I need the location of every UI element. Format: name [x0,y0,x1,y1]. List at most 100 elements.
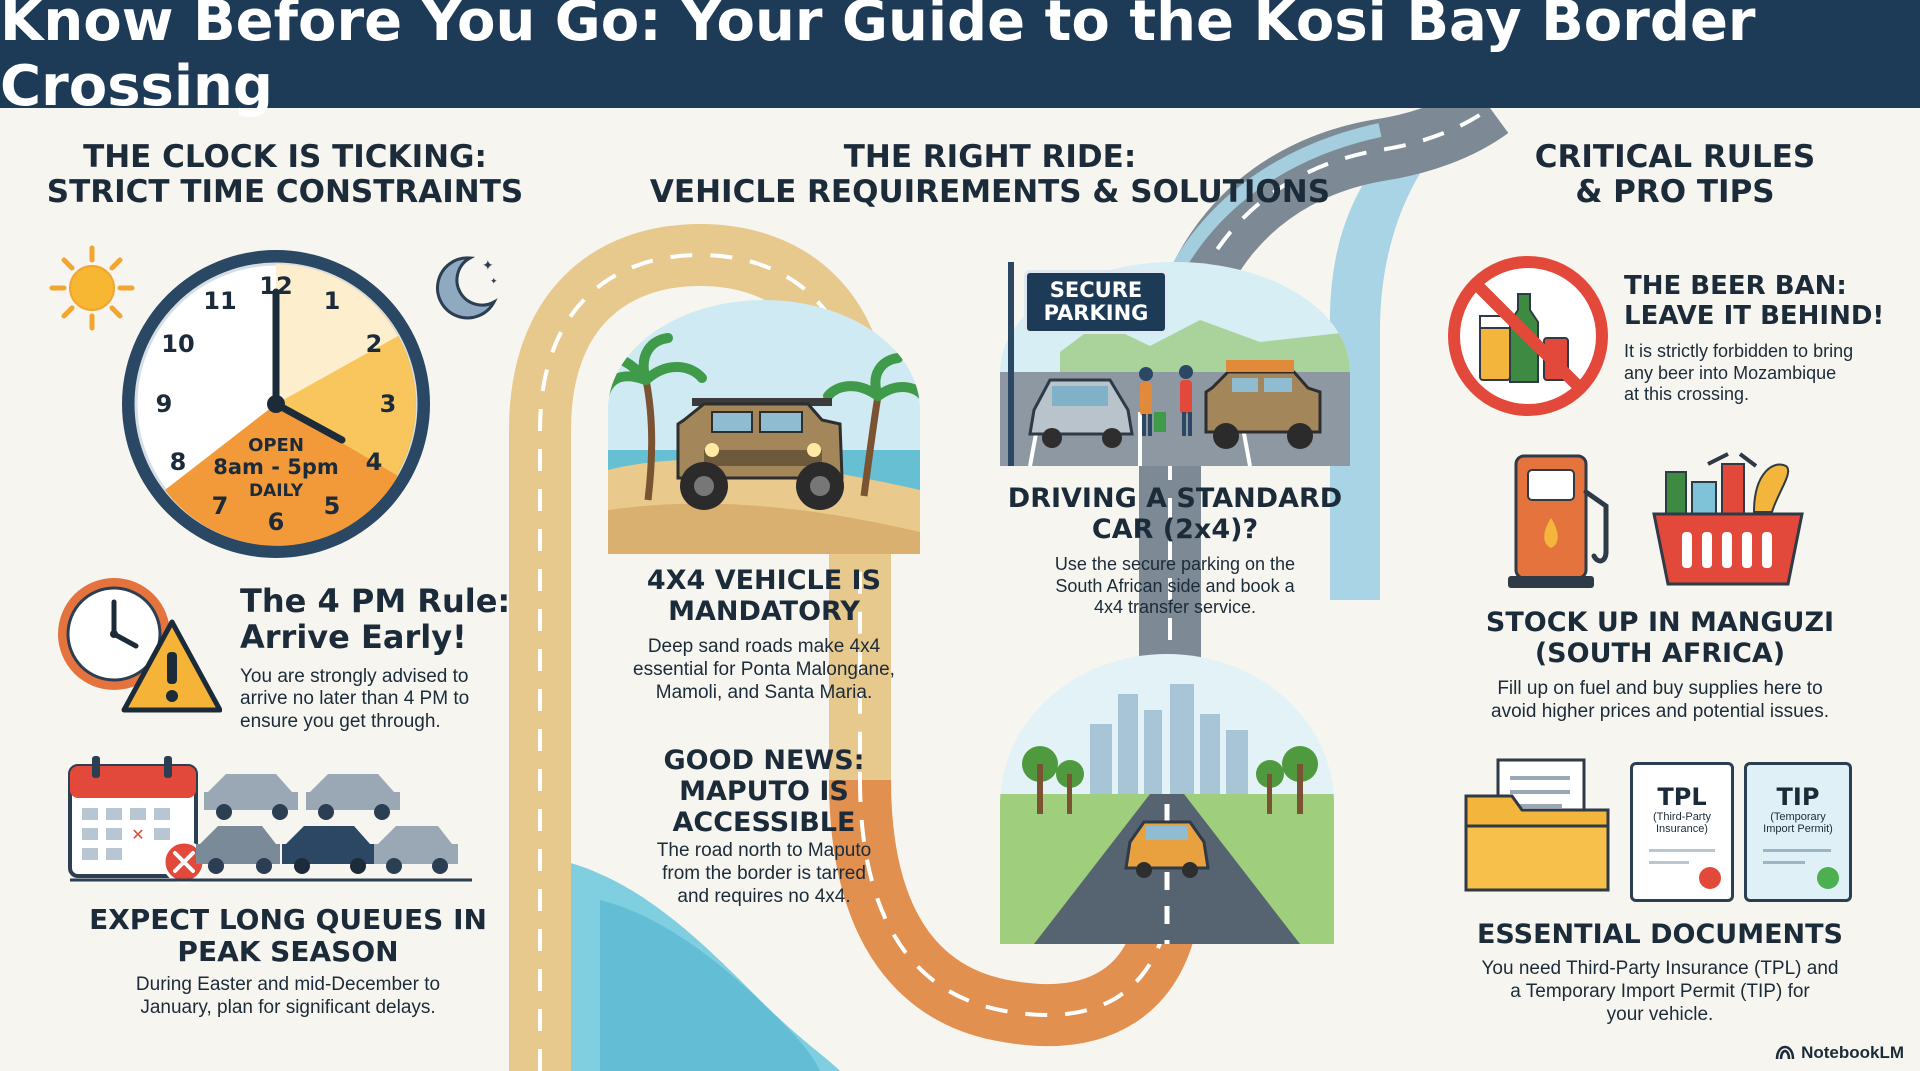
notebooklm-brand: NotebookLM [1775,1043,1904,1063]
tip-document-card: TIP (Temporary Import Permit) [1744,762,1852,902]
car-icon [1028,378,1134,448]
tpl-label: TPL [1657,783,1707,811]
maputo-heading-line3: ACCESSIBLE [672,806,856,838]
car-icon [1124,820,1210,878]
documents-heading: ESSENTIAL DOCUMENTS [1476,919,1843,950]
maputo-heading-line2: MAPUTO IS [679,775,849,807]
four-pm-rule-heading-line1: The 4 PM Rule: [240,582,511,620]
clock-numeral: 5 [324,492,341,520]
queues-body-line2: January, plan for significant delays. [140,996,436,1018]
tpl-sublabel-line1: (Third-Party [1652,811,1712,823]
secure-parking-sign: SECURE PARKING [1024,270,1168,335]
fourx4-body-line1: Deep sand roads make 4x4 [647,636,881,657]
no-beer-icon [1448,256,1608,416]
tip-sublabel: (Temporary Import Permit) [1747,811,1849,835]
four-pm-rule-body-line1: You are strongly advised to [240,665,469,687]
seal-icon [1817,867,1839,889]
standard-car-body: Use the secure parking on the South Afri… [990,554,1360,619]
jeep-icon [1204,360,1322,449]
beer-heading-line2: LEAVE IT BEHIND! [1624,300,1885,331]
maputo-heading-line1: GOOD NEWS: [663,745,865,776]
fourx4-body-line3: Mamoli, and Santa Maria. [655,681,873,703]
standard-car-body-line2: South African side and book a [1055,575,1295,596]
tip-sublabel-line1: (Temporary [1770,811,1826,823]
four-pm-rule-heading: The 4 PM Rule: Arrive Early! You are str… [240,582,530,734]
clock-numeral: 4 [366,448,383,476]
jeep-icon [676,398,844,510]
standard-car-heading-line1: DRIVING A STANDARD [1007,483,1343,514]
left-title-line2: STRICT TIME CONSTRAINTS [46,173,524,210]
tpl-sublabel-line2: Insurance) [1656,823,1708,836]
standard-car-heading-line2: CAR (2x4)? [1091,513,1259,545]
stock-up-heading: STOCK UP IN MANGUZI (SOUTH AFRICA) [1440,607,1880,670]
four-pm-rule-body-line3: ensure you get through. [240,711,441,733]
beer-body-line2: any beer into Mozambique [1624,362,1837,383]
four-pm-rule-body-line2: arrive no later than 4 PM to [240,688,470,710]
clock-numeral: 6 [268,508,285,536]
documents-body: You need Third-Party Insurance (TPL) and… [1430,958,1890,1026]
moon-icon: ✦ ✦ [436,256,498,320]
queues-heading-line2: PEAK SEASON [177,934,399,968]
page-title: Know Before You Go: Your Guide to the Ko… [0,0,1756,119]
clock-numeral: 11 [203,287,236,315]
fourx4-body: Deep sand roads make 4x4 essential for P… [596,636,932,704]
queues-body-line1: During Easter and mid-December to [135,974,441,995]
folder-icon [1464,758,1610,892]
maputo-body-line3: and requires no 4x4. [677,885,851,907]
queues-heading: EXPECT LONG QUEUES IN PEAK SEASON [48,904,528,968]
maputo-body: The road north to Maputo from the border… [596,840,932,908]
tpl-document-card: TPL (Third-Party Insurance) [1630,762,1734,902]
fourx4-heading: 4X4 VEHICLE IS MANDATORY [596,565,932,628]
left-section-title: THE CLOCK IS TICKING: STRICT TIME CONSTR… [40,140,530,209]
clock-numeral: 8 [170,448,187,476]
queue-illustration: ✕ [68,756,472,884]
tpl-sublabel: (Third-Party Insurance) [1633,811,1731,835]
right-section-title: CRITICAL RULES & PRO TIPS [1450,140,1900,209]
person-icon [1139,365,1193,436]
seal-icon [1699,867,1721,889]
queues-heading-line1: EXPECT LONG QUEUES IN [89,903,487,936]
svg-text:✦: ✦ [490,277,498,287]
fourx4-body-line2: essential for Ponta Malongane, [633,658,895,680]
stock-body-line1: Fill up on fuel and buy supplies here to [1497,678,1823,699]
standard-car-body-line3: 4x4 transfer service. [1093,597,1257,618]
left-title-line1: THE CLOCK IS TICKING: [83,139,487,175]
stock-heading-line1: STOCK UP IN MANGUZI [1485,607,1835,638]
tip-label: TIP [1776,783,1820,811]
tip-sublabel-line2: Import Permit) [1763,823,1833,836]
queues-body: During Easter and mid-December to Januar… [48,974,528,1020]
right-title-line1: CRITICAL RULES [1534,139,1816,175]
svg-text:✦: ✦ [482,258,494,274]
beer-heading-line1: THE BEER BAN: [1624,271,1847,301]
parking-sign-line1: SECURE [1049,278,1143,302]
clock-label-line3: DAILY [249,481,304,501]
brand-label: NotebookLM [1801,1043,1904,1062]
clock-numeral: 10 [161,330,194,358]
maputo-body-line2: from the border is tarred [662,862,866,884]
jeep-beach-illustration [608,300,920,554]
palm-tree-icon [608,333,920,501]
secure-parking-illustration [1000,262,1350,466]
four-pm-rule-heading-line2: Arrive Early! [240,617,467,656]
fourx4-heading-line2: MANDATORY [668,595,860,627]
car-icon [196,774,458,874]
sun-icon [49,245,135,331]
middle-section-title: THE RIGHT RIDE: VEHICLE REQUIREMENTS & S… [620,140,1360,209]
clock-numeral: 2 [366,330,383,358]
stock-body-line2: avoid higher prices and potential issues… [1491,700,1829,722]
beer-body-line1: It is strictly forbidden to bring [1624,341,1854,362]
stock-up-body: Fill up on fuel and buy supplies here to… [1430,678,1890,724]
clock-numeral: 7 [212,492,229,520]
calendar-icon: ✕ [68,756,198,878]
notebooklm-logo-icon [1775,1045,1795,1060]
standard-car-heading: DRIVING A STANDARD CAR (2x4)? [990,483,1360,546]
shopping-basket-icon [1652,452,1804,586]
city-road-illustration [1000,654,1334,944]
parking-sign-line2: PARKING [1043,301,1149,326]
fourx4-heading-line1: 4X4 VEHICLE IS [646,565,882,596]
beer-ban-text: THE BEER BAN: LEAVE IT BEHIND! It is str… [1624,271,1914,406]
maputo-heading: GOOD NEWS: MAPUTO IS ACCESSIBLE [596,745,932,838]
maputo-body-line1: The road north to Maputo [656,840,872,861]
clock-label-line1: OPEN [248,435,304,456]
svg-text:✕: ✕ [131,825,144,844]
